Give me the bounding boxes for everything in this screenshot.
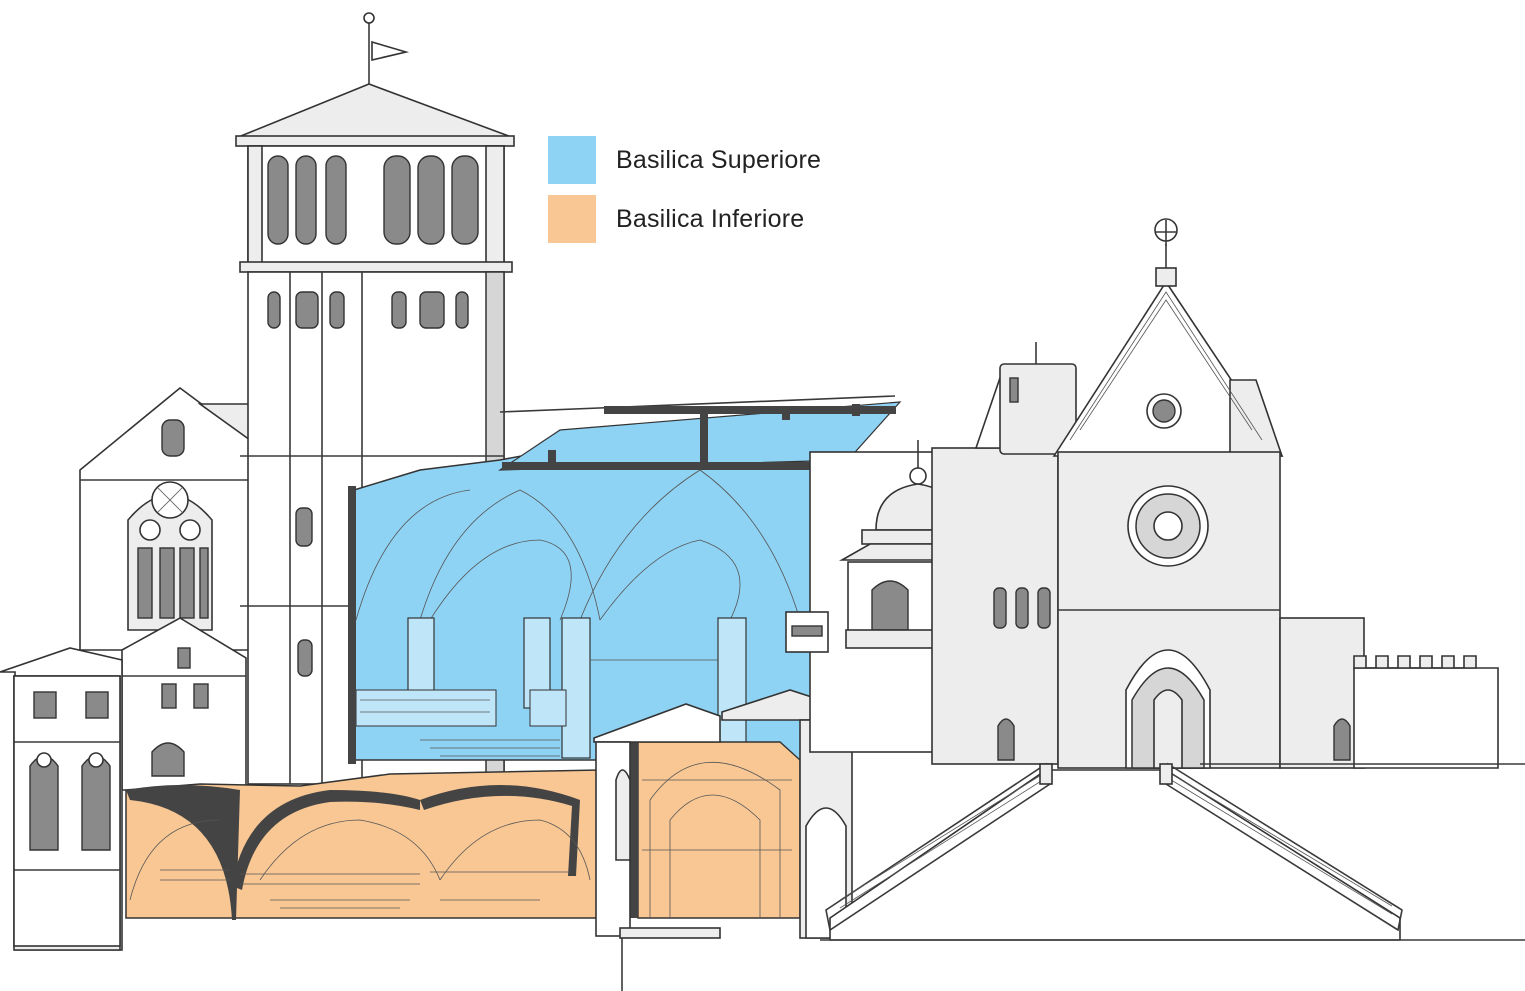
- legend-swatch-lower: [548, 195, 596, 243]
- legend-item-upper-basilica: Basilica Superiore: [548, 136, 821, 184]
- legend-swatch-upper: [548, 136, 596, 184]
- legend-label-lower: Basilica Inferiore: [616, 204, 805, 233]
- main-facade: [931, 218, 1499, 769]
- left-convent: [0, 386, 251, 951]
- lower-basilica-section: [125, 741, 801, 920]
- upper-basilica-section: [348, 395, 902, 764]
- legend-item-lower-basilica: Basilica Inferiore: [548, 195, 821, 243]
- double-staircase: [820, 762, 1525, 941]
- legend: Basilica Superiore Basilica Inferiore: [548, 136, 821, 254]
- legend-label-upper: Basilica Superiore: [616, 145, 822, 174]
